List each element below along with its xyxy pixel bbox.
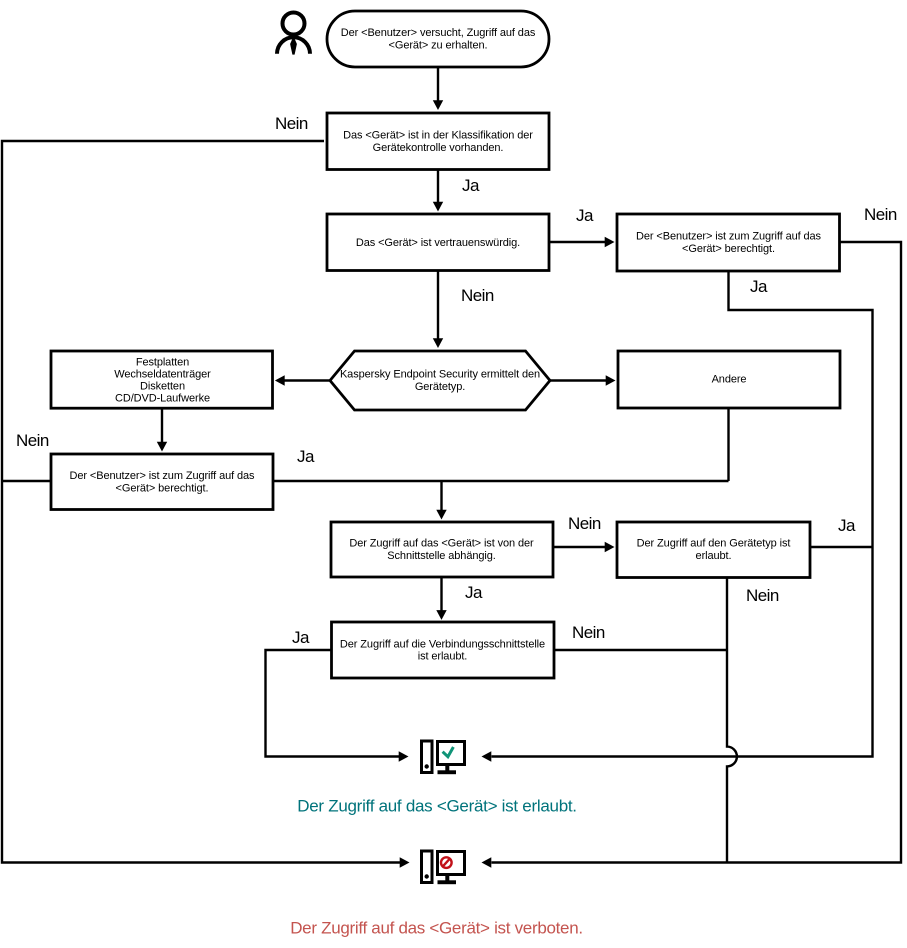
svg-text:Der Zugriff auf die Verbindung: Der Zugriff auf die Verbindungsschnittst… <box>340 638 545 650</box>
svg-text:Nein: Nein <box>275 114 308 133</box>
svg-text:Der Zugriff auf das <Gerät> is: Der Zugriff auf das <Gerät> ist erlaubt. <box>297 797 577 816</box>
svg-text:Ja: Ja <box>297 447 315 466</box>
svg-text:Festplatten: Festplatten <box>136 357 189 369</box>
svg-text:Nein: Nein <box>864 205 897 224</box>
svg-text:Nein: Nein <box>16 431 49 450</box>
svg-text:Der <Benutzer> ist zum Zugriff: Der <Benutzer> ist zum Zugriff auf das <box>636 231 822 243</box>
svg-text:Gerätekontrolle vorhanden.: Gerätekontrolle vorhanden. <box>373 142 504 154</box>
svg-text:Nein: Nein <box>572 623 605 642</box>
svg-text:Ja: Ja <box>576 206 594 225</box>
svg-text:Ja: Ja <box>462 176 480 195</box>
svg-text:ist erlaubt.: ist erlaubt. <box>418 651 468 663</box>
svg-text:Nein: Nein <box>568 514 601 533</box>
svg-text:Das <Gerät> ist vertrauenswürd: Das <Gerät> ist vertrauenswürdig. <box>356 237 520 249</box>
svg-text:Der Zugriff auf den Gerätetyp: Der Zugriff auf den Gerätetyp ist <box>637 538 791 550</box>
svg-text:erlaubt.: erlaubt. <box>696 550 732 562</box>
svg-text:CD/DVD-Laufwerke: CD/DVD-Laufwerke <box>115 393 210 405</box>
svg-text:<Gerät> berechtigt.: <Gerät> berechtigt. <box>116 482 209 494</box>
svg-text:<Gerät> zu erhalten.: <Gerät> zu erhalten. <box>389 40 488 52</box>
svg-text:Andere: Andere <box>712 373 747 385</box>
svg-text:Nein: Nein <box>461 286 494 305</box>
svg-text:Wechseldatenträger: Wechseldatenträger <box>114 369 211 381</box>
svg-text:Das <Gerät> ist in der Klassif: Das <Gerät> ist in der Klassifikation de… <box>343 129 533 141</box>
svg-text:Der <Benutzer> ist zum Zugriff: Der <Benutzer> ist zum Zugriff auf das <box>70 470 256 482</box>
svg-text:<Gerät> berechtigt.: <Gerät> berechtigt. <box>682 243 775 255</box>
svg-text:Gerätetyp.: Gerätetyp. <box>415 381 465 393</box>
svg-text:Nein: Nein <box>746 586 779 605</box>
svg-text:Schnittstelle abhängig.: Schnittstelle abhängig. <box>387 550 495 562</box>
svg-text:Ja: Ja <box>465 583 483 602</box>
svg-text:Kaspersky Endpoint Security er: Kaspersky Endpoint Security ermittelt de… <box>340 369 540 381</box>
svg-text:Der <Benutzer> versucht, Zugri: Der <Benutzer> versucht, Zugriff auf das <box>341 27 536 39</box>
svg-text:Disketten: Disketten <box>140 381 185 393</box>
svg-text:Ja: Ja <box>292 628 310 647</box>
svg-text:Ja: Ja <box>838 516 856 535</box>
svg-text:Der Zugriff auf das <Gerät> is: Der Zugriff auf das <Gerät> ist von der <box>349 538 534 550</box>
svg-text:Der Zugriff auf das <Gerät> is: Der Zugriff auf das <Gerät> ist verboten… <box>290 919 583 938</box>
svg-text:Ja: Ja <box>750 277 768 296</box>
